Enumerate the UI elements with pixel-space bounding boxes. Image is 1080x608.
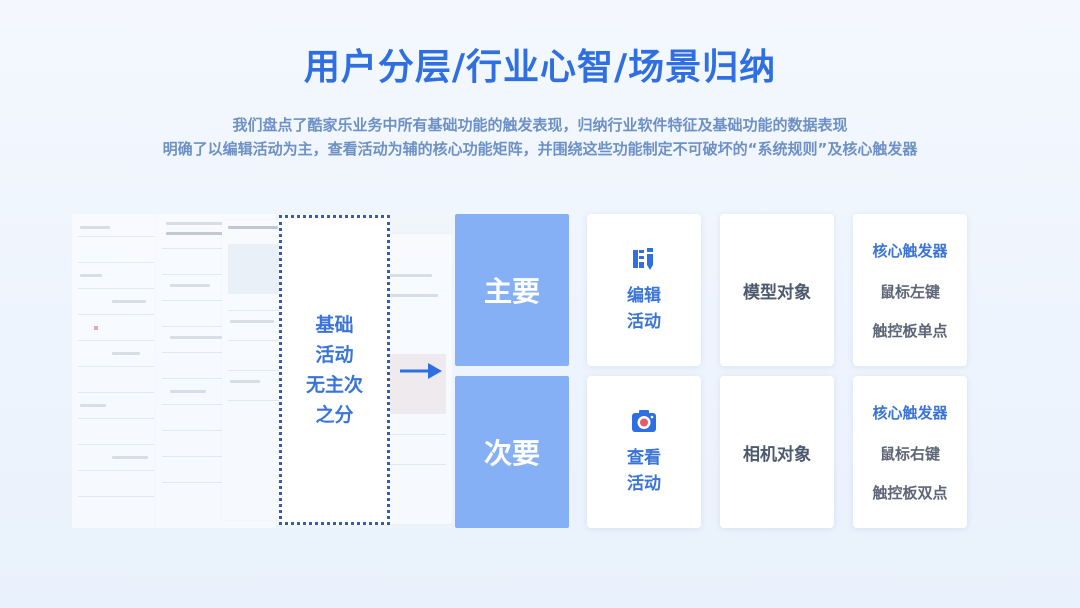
activity-card-edit: 编辑 活动 bbox=[587, 214, 701, 366]
description-line-2: 明确了以编辑活动为主，查看活动为辅的核心功能矩阵，并围绕这些功能制定不可破坏的“… bbox=[162, 140, 918, 158]
object-label: 相机对象 bbox=[743, 444, 811, 465]
priority-secondary: 次要 bbox=[455, 376, 569, 528]
trigger-card-secondary: 核心触发器 鼠标右键 触控板双点 bbox=[853, 376, 967, 528]
activity-label: 活动 bbox=[627, 474, 661, 494]
activity-label: 活动 bbox=[627, 312, 661, 332]
trigger-title: 核心触发器 bbox=[872, 241, 948, 260]
basic-activity-box: 基础 活动 无主次 之分 bbox=[279, 215, 390, 525]
trigger-item: 鼠标左键 bbox=[879, 282, 940, 301]
description-line-1: 我们盘点了酷家乐业务中所有基础功能的触发表现，归纳行业软件特征及基础功能的数据表… bbox=[232, 116, 848, 134]
activity-card-view: 查看 活动 bbox=[587, 376, 701, 528]
trigger-item: 鼠标右键 bbox=[879, 444, 940, 463]
object-label: 模型对象 bbox=[743, 282, 811, 303]
trigger-card-primary: 核心触发器 鼠标左键 触控板单点 bbox=[853, 214, 967, 366]
trigger-title: 核心触发器 bbox=[872, 403, 948, 422]
priority-primary: 主要 bbox=[455, 214, 569, 366]
page-title: 用户分层/行业心智/场景归纳 bbox=[303, 47, 777, 88]
activity-label: 查看 bbox=[627, 448, 661, 468]
object-card-camera: 相机对象 bbox=[720, 376, 834, 528]
trigger-item: 触控板单点 bbox=[872, 321, 948, 340]
arrow-right-icon bbox=[400, 363, 442, 379]
camera-icon bbox=[632, 410, 656, 432]
basic-activity-text: 基础 活动 无主次 之分 bbox=[305, 314, 363, 426]
document-collage-image bbox=[72, 214, 452, 528]
edit-icon bbox=[633, 248, 653, 270]
object-card-model: 模型对象 bbox=[720, 214, 834, 366]
activity-label: 编辑 bbox=[627, 286, 661, 306]
trigger-item: 触控板双点 bbox=[872, 483, 948, 502]
